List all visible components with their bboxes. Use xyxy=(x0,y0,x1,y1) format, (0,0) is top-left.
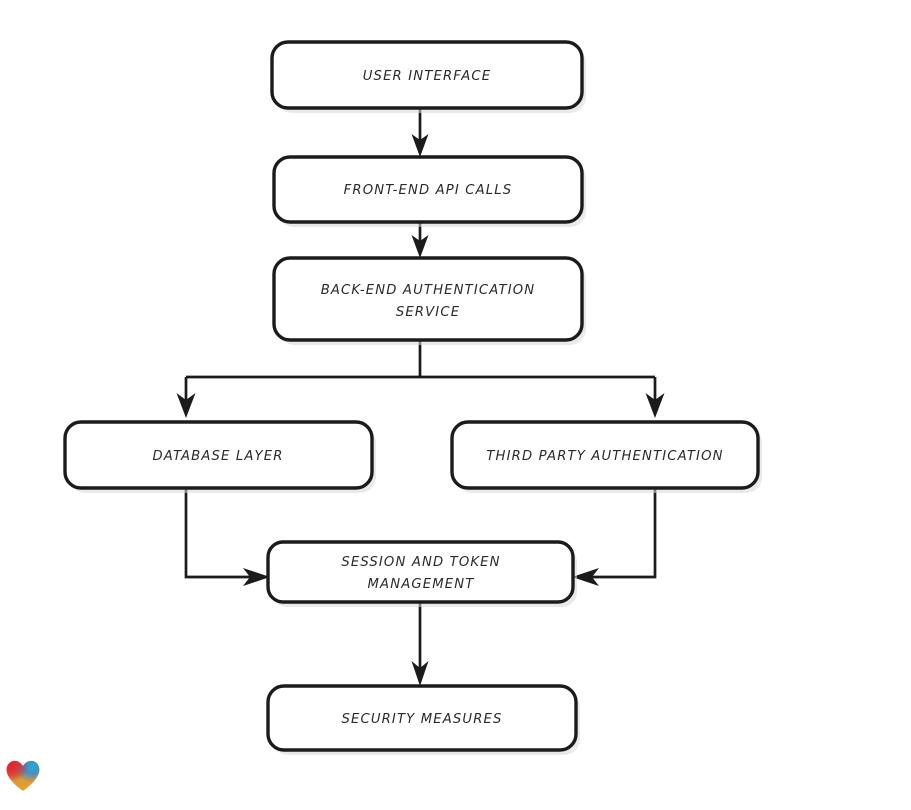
node-security-measures-label: SECURITY MEASURES xyxy=(341,712,502,727)
edge-layer xyxy=(176,108,665,686)
node-database-layer[interactable]: DATABASE LAYER xyxy=(63,420,376,493)
node-user-interface-box[interactable] xyxy=(270,40,584,110)
node-session-and-token-management-box[interactable] xyxy=(266,540,575,604)
edge-backend-to-thirdparty xyxy=(645,377,665,418)
node-user-interface[interactable]: USER INTERFACE xyxy=(270,40,586,113)
node-database-layer-box[interactable] xyxy=(63,420,374,490)
edge-session-to-security xyxy=(411,602,429,686)
heart-icon-fill xyxy=(6,760,40,791)
node-front-end-api-calls[interactable]: FRONT-END API CALLS xyxy=(272,155,586,227)
edge-database-to-session xyxy=(184,488,270,586)
node-session-and-token-management-label-line2: MANAGEMENT xyxy=(368,577,475,592)
edge-ui-to-api xyxy=(411,108,429,157)
node-third-party-authentication[interactable]: THIRD PARTY AUTHENTICATION xyxy=(450,420,762,493)
node-third-party-authentication-box[interactable] xyxy=(450,420,760,490)
node-front-end-api-calls-label: FRONT-END API CALLS xyxy=(344,183,513,198)
edge-thirdparty-to-session xyxy=(572,488,657,586)
heart-icon xyxy=(6,760,40,791)
node-session-and-token-management-label-line1: SESSION AND TOKEN xyxy=(341,555,500,570)
node-security-measures[interactable]: SECURITY MEASURES xyxy=(266,684,580,755)
node-front-end-api-calls-box[interactable] xyxy=(272,155,584,224)
node-back-end-authentication-service-box[interactable] xyxy=(272,256,584,342)
edge-backend-split-trunk xyxy=(186,340,655,379)
node-back-end-authentication-service-label-line1: BACK-END AUTHENTICATION xyxy=(321,283,536,298)
edge-api-to-backend xyxy=(411,222,429,258)
node-database-layer-label: DATABASE LAYER xyxy=(152,449,283,464)
node-security-measures-box[interactable] xyxy=(266,684,578,752)
node-user-interface-label: USER INTERFACE xyxy=(363,69,492,84)
node-layer: USER INTERFACE FRONT-END API CALLS BACK-… xyxy=(63,40,762,755)
node-back-end-authentication-service[interactable]: BACK-END AUTHENTICATION SERVICE xyxy=(272,256,586,345)
node-back-end-authentication-service-label-line2: SERVICE xyxy=(396,305,460,320)
node-third-party-authentication-label: THIRD PARTY AUTHENTICATION xyxy=(486,449,723,464)
node-session-and-token-management[interactable]: SESSION AND TOKEN MANAGEMENT xyxy=(266,540,577,607)
edge-backend-to-database xyxy=(176,377,196,418)
